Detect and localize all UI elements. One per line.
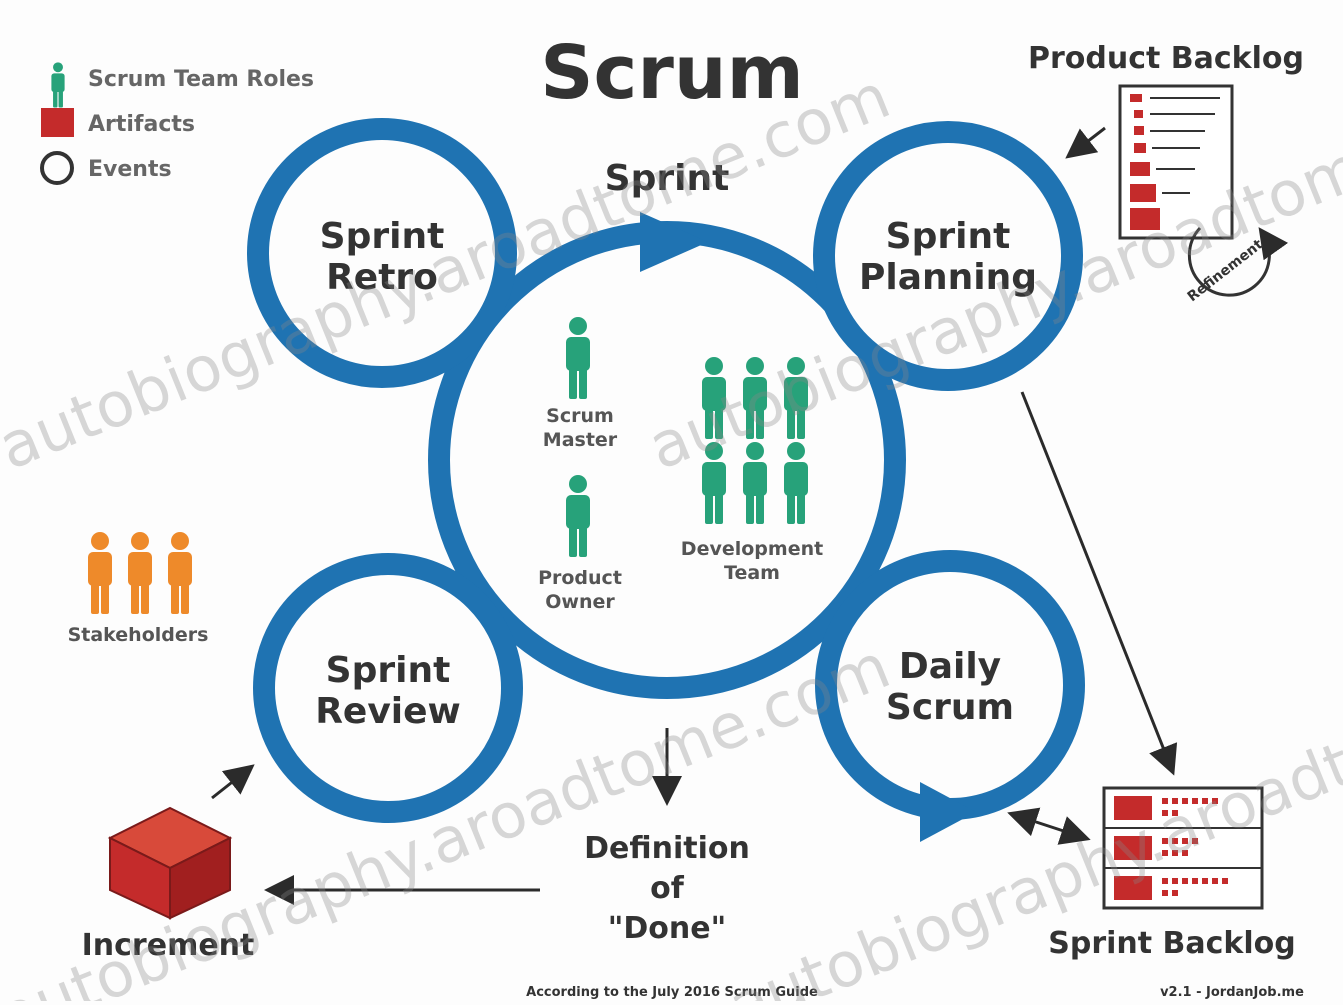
increment-label: Increment — [82, 928, 255, 963]
product-owner-line2: Owner — [545, 591, 615, 613]
stakeholders-icons — [88, 532, 192, 614]
development-team-line2: Team — [724, 562, 780, 584]
footer-source: According to the July 2016 Scrum Guide — [526, 985, 818, 1000]
sprint-retro-line2: Retro — [326, 257, 438, 298]
dod-line1: Definition — [584, 831, 750, 866]
sprint-planning-line1: Sprint — [886, 216, 1011, 257]
daily-scrum-arrow-icon — [920, 782, 976, 842]
backlog-to-planning-arrow — [1065, 126, 1106, 159]
daily-scrum-line2: Scrum — [886, 687, 1014, 728]
product-backlog-label: Product Backlog — [1028, 41, 1304, 76]
increment-to-review-arrow — [211, 764, 255, 800]
dod-line2: of — [650, 871, 685, 906]
page-title: Scrum — [540, 30, 803, 116]
sprint-review-line1: Sprint — [326, 650, 451, 691]
event-sprint-planning: Sprint Planning — [813, 121, 1083, 391]
legend-artifact-icon — [41, 108, 74, 137]
development-team-line1: Development — [681, 538, 823, 560]
refinement-loop-icon — [1187, 226, 1289, 297]
event-sprint-retro: Sprint Retro — [247, 118, 517, 388]
daily-scrum-line1: Daily — [899, 646, 1001, 687]
flow-arrows — [211, 126, 1178, 905]
dod-line3: "Done" — [608, 911, 726, 946]
footer-version: v2.1 - JordanJob.me — [1160, 985, 1304, 1000]
sprint-review-line2: Review — [315, 691, 461, 732]
legend-event-icon — [40, 151, 74, 185]
event-sprint-review: Sprint Review — [253, 553, 523, 823]
increment-box-icon — [107, 806, 233, 920]
legend-person-icon — [51, 62, 65, 108]
sprint-arrow-top-icon — [640, 212, 708, 272]
sprint-backlog-label: Sprint Backlog — [1048, 926, 1296, 961]
scrum-master-line2: Master — [543, 429, 618, 451]
legend-roles-label: Scrum Team Roles — [88, 67, 314, 92]
sprint-planning-line2: Planning — [859, 257, 1037, 298]
scrum-master-line1: Scrum — [546, 405, 614, 427]
legend-artifacts-label: Artifacts — [88, 112, 195, 137]
planning-to-sprint-backlog-arrow — [1020, 391, 1178, 776]
sprint-retro-line1: Sprint — [320, 216, 445, 257]
product-owner-person-icon — [566, 475, 590, 557]
daily-scrum-backlog-arrow — [1007, 807, 1091, 845]
sprint-label: Sprint — [605, 158, 730, 199]
product-owner-line1: Product — [538, 567, 622, 589]
event-daily-scrum: Daily Scrum — [815, 550, 1085, 842]
product-backlog-icon — [1118, 84, 1234, 240]
scrum-master-person-icon — [566, 317, 590, 399]
legend: Scrum Team Roles Artifacts Events — [40, 62, 314, 185]
legend-events-label: Events — [88, 157, 172, 182]
stakeholders-label: Stakeholders — [68, 624, 209, 646]
sprint-backlog-icon — [1102, 786, 1264, 910]
